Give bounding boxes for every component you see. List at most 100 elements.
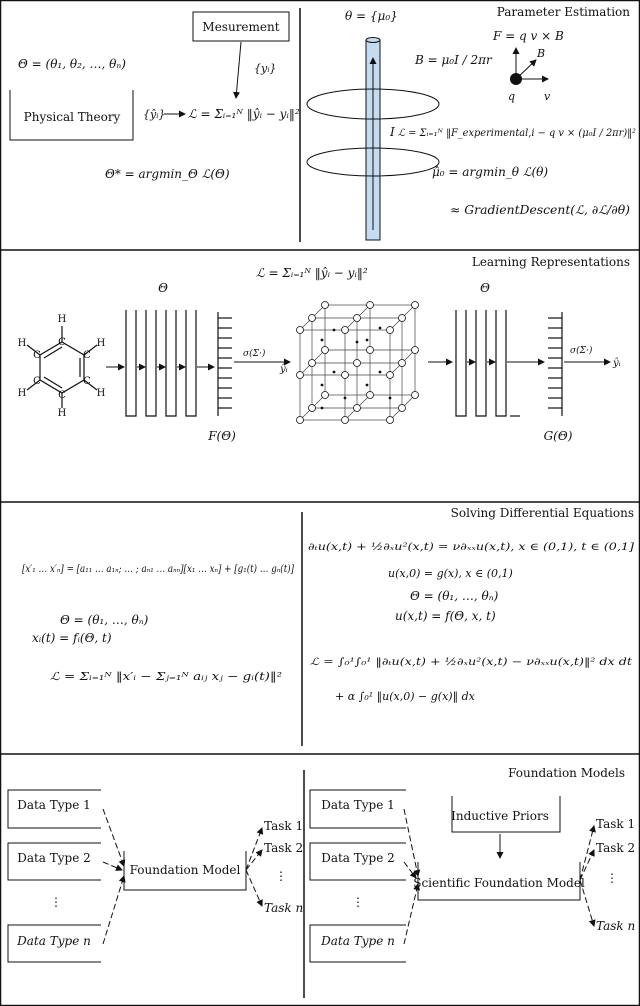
task-dots-right: ⋮ (606, 871, 618, 885)
wire-top (365, 37, 381, 43)
current-label: I (389, 125, 395, 139)
field-loop-1 (306, 88, 440, 120)
sigma-left: σ(Σ·) (243, 348, 266, 359)
theta-left: Θ (158, 281, 168, 295)
data-type-n-right: Data Type n (320, 934, 395, 948)
output-left: ŷᵢ (279, 364, 288, 375)
atom-hydrogen-1: H (58, 314, 67, 325)
data-type-n-box-right (309, 924, 406, 963)
data-type-n-left: Data Type n (16, 934, 91, 948)
gradient-descent: ≈ GradientDescent(ℒ, ∂ℒ/∂θ) (450, 203, 630, 217)
data-type-n-box-left (7, 924, 101, 963)
left-input-arrows (102, 808, 126, 945)
pde-equation: ∂ₜu(x,t) + ½∂ₓu²(x,t) = ν∂ₓₓu(x,t), x ∈ … (308, 542, 634, 553)
panel-learning-representations: Learning Representations ℒ = Σᵢ₌₁ᴺ ‖ŷᵢ −… (18, 255, 630, 443)
atom-carbon-3: C (83, 376, 91, 387)
theta-mu-label: θ = {μ₀} (345, 9, 398, 23)
panel-parameter-estimation: Parameter Estimation Mesurement {yᵢ} Θ =… (9, 5, 636, 242)
latent-vector-right (548, 312, 563, 416)
f-theta-label: F(Θ) (207, 429, 236, 443)
pde-loss-line2: + α ∫₀¹ ‖u(x,0) − g(x)‖ dx (335, 690, 476, 704)
argmin-equation: Θ* = argmin_Θ ℒ(Θ) (105, 167, 230, 181)
loss-function: ℒ = Σᵢ₌₁ᴺ ‖ŷᵢ − yᵢ‖² (188, 107, 300, 121)
measurement-arrow (233, 41, 242, 99)
measurement-label: Mesurement (202, 20, 279, 34)
task-1-left: Task 1 (264, 819, 303, 833)
atom-hydrogen-6: H (18, 338, 27, 349)
sigma-right: σ(Σ·) (570, 345, 593, 356)
decoder-layers (455, 310, 520, 417)
measurement-arrow-label: {yᵢ} (254, 62, 276, 75)
task-dots-left: ⋮ (275, 869, 287, 883)
benzene-molecule (26, 326, 98, 408)
theta-right: Θ (480, 281, 490, 295)
data-type-1-box-right (309, 789, 406, 829)
field-loop-2 (306, 147, 440, 177)
atom-carbon-5: C (33, 376, 41, 387)
panel2-loss: ℒ = Σᵢ₌₁ᴺ ‖ŷᵢ − yᵢ‖² (256, 266, 368, 280)
theta-vector: Θ = (θ₁, θ₂, …, θₙ) (18, 57, 126, 71)
atom-hydrogen-2: H (97, 338, 106, 349)
atom-carbon-2: C (83, 350, 91, 361)
encoder-layers (125, 310, 197, 417)
measurement-box (192, 11, 290, 42)
inductive-priors-box (451, 796, 561, 833)
data-type-1-right: Data Type 1 (321, 798, 395, 812)
panel4-title: Foundation Models (508, 766, 625, 780)
pde-loss-line1: ℒ = ∫₀¹∫₀¹ ‖∂ₜu(x,t) + ½∂ₓu²(x,t) − ν∂ₓₓ… (310, 657, 633, 668)
charge-label: q (508, 90, 515, 103)
b-field-equation: B = μ₀I / 2πr (414, 53, 493, 67)
prediction-label: {ŷᵢ} (143, 108, 165, 121)
panel3-title: Solving Differential Equations (451, 506, 634, 520)
atom-carbon-4: C (58, 390, 66, 401)
b-vector-label: B (536, 47, 545, 60)
data-type-1-box-left (7, 789, 101, 829)
task-1-right: Task 1 (596, 817, 635, 831)
b-vector-arrow (515, 59, 537, 80)
panel1-title: Parameter Estimation (497, 5, 631, 19)
data-type-2-right: Data Type 2 (321, 851, 395, 865)
atom-hydrogen-3: H (97, 388, 106, 399)
latent-vector-left (217, 312, 232, 416)
g-theta-label: G(Θ) (544, 429, 573, 443)
atom-carbon-1: C (58, 337, 66, 348)
ode-theta: Θ = (θ₁, …, θₙ) (60, 613, 149, 627)
ode-system: [x′₁ … x′ₙ] = [a₁₁ … a₁ₙ; … ; aₙ₁ … aₙₙ]… (22, 564, 294, 575)
data-type-2-left: Data Type 2 (17, 851, 91, 865)
ode-x-of-t: xᵢ(t) = fᵢ(Θ, t) (32, 631, 112, 645)
task-2-right: Task 2 (596, 841, 635, 855)
velocity-label: v (544, 90, 551, 103)
data-type-1-left: Data Type 1 (17, 798, 91, 812)
right-output-arrows (579, 825, 596, 927)
atom-hydrogen-4: H (58, 408, 67, 419)
data-type-2-box-left (7, 842, 101, 881)
data-type-dots-left: ⋮ (50, 895, 62, 909)
ode-loss: ℒ = Σᵢ₌₁ᴺ ‖x′ᵢ − Σⱼ₌₁ᴺ aᵢⱼ xⱼ − gᵢ(t)‖² (50, 670, 282, 684)
pde-theta: Θ = (θ₁, …, θₙ) (410, 589, 499, 603)
data-type-dots-right: ⋮ (352, 895, 364, 909)
inductive-priors-label: Inductive Priors (451, 809, 549, 823)
output-right: ŷᵢ (612, 358, 621, 369)
atom-carbon-6: C (33, 350, 41, 361)
pde-initial-condition: u(x,0) = g(x), x ∈ (0,1) (388, 567, 513, 580)
lorentz-force: F = q v × B (492, 29, 564, 43)
right-input-arrows (403, 808, 421, 945)
left-output-arrows (245, 827, 264, 907)
lattice-atoms (296, 301, 419, 424)
mu-hat-estimate: μ̂₀ = argmin_θ ℒ(θ) (432, 165, 548, 179)
task-2-left: Task 2 (264, 841, 303, 855)
data-type-2-box-right (309, 842, 406, 881)
lattice-ions (320, 326, 392, 410)
scientific-foundation-model-label: Scientific Foundation Model (413, 876, 585, 890)
physical-theory-box (9, 90, 134, 141)
task-n-right: Task n (596, 919, 635, 933)
panel-differential-equations: Solving Differential Equations [x′₁ … x′… (22, 506, 634, 746)
foundation-model-label: Foundation Model (130, 863, 241, 877)
pde-solution: u(x,t) = f(Θ, x, t) (395, 609, 496, 623)
atom-hydrogen-5: H (18, 388, 27, 399)
physical-theory-label: Physical Theory (24, 110, 121, 124)
task-n-left: Task n (264, 901, 303, 915)
loss-physics: ℒ = Σᵢ₌₁ᴺ ‖F_experimental,i − q v × (μ₀I… (398, 128, 636, 139)
